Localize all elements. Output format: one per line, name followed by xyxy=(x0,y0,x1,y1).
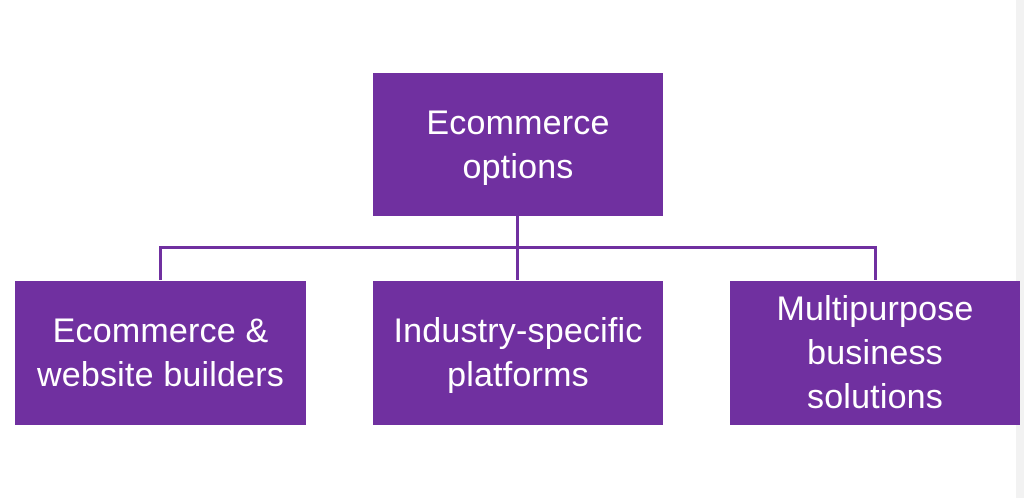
root-label-line-1: Ecommerce xyxy=(426,103,610,142)
child-2-label-line-2: platforms xyxy=(447,356,589,394)
root-node-ecommerce-options: Ecommerce options xyxy=(373,73,663,216)
child-node-label: Industry-specific platforms xyxy=(393,309,642,397)
child-node-industry-specific-platforms: Industry-specific platforms xyxy=(373,281,663,425)
connector-root-stem xyxy=(516,216,519,248)
child-2-label-line-1: Industry-specific xyxy=(393,312,643,350)
child-3-label-line-3: solutions xyxy=(807,378,943,416)
root-label-line-2: options xyxy=(462,147,574,186)
child-node-label: Multipurpose business solutions xyxy=(776,287,973,419)
child-1-label-line-1: Ecommerce & xyxy=(52,312,269,350)
child-3-label-line-2: business xyxy=(807,334,943,372)
connector-right-drop xyxy=(874,246,877,280)
child-1-label-line-2: website builders xyxy=(37,356,284,394)
child-node-label: Ecommerce & website builders xyxy=(37,309,284,397)
root-node-label: Ecommerce options xyxy=(426,101,609,189)
connector-middle-drop xyxy=(516,246,519,280)
connector-left-drop xyxy=(159,246,162,280)
child-node-ecommerce-website-builders: Ecommerce & website builders xyxy=(15,281,306,425)
page-edge-strip xyxy=(1016,0,1024,498)
child-node-multipurpose-business-solutions: Multipurpose business solutions xyxy=(730,281,1020,425)
child-3-label-line-1: Multipurpose xyxy=(776,290,974,328)
